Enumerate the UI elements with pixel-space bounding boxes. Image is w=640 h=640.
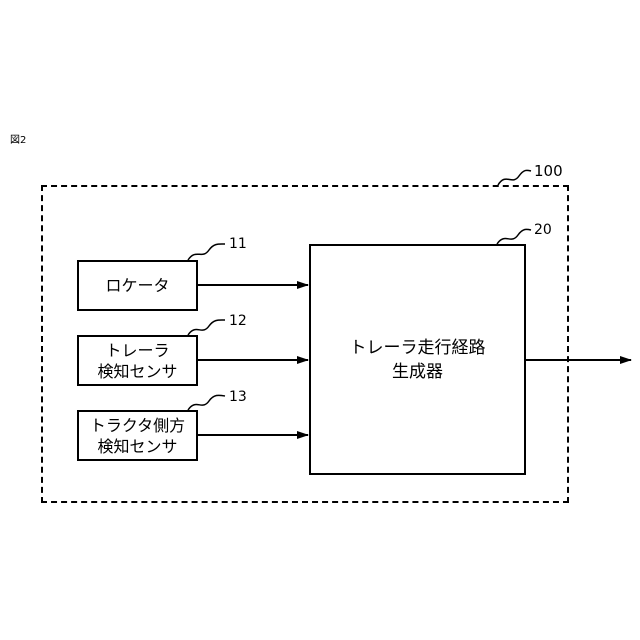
system-ref-leader [498,170,531,185]
generator-ref-leader [497,229,531,244]
tractor-sensor-ref-leader [188,395,225,410]
trailer-sensor-ref-leader [188,320,225,335]
locator-ref-leader [188,244,225,260]
